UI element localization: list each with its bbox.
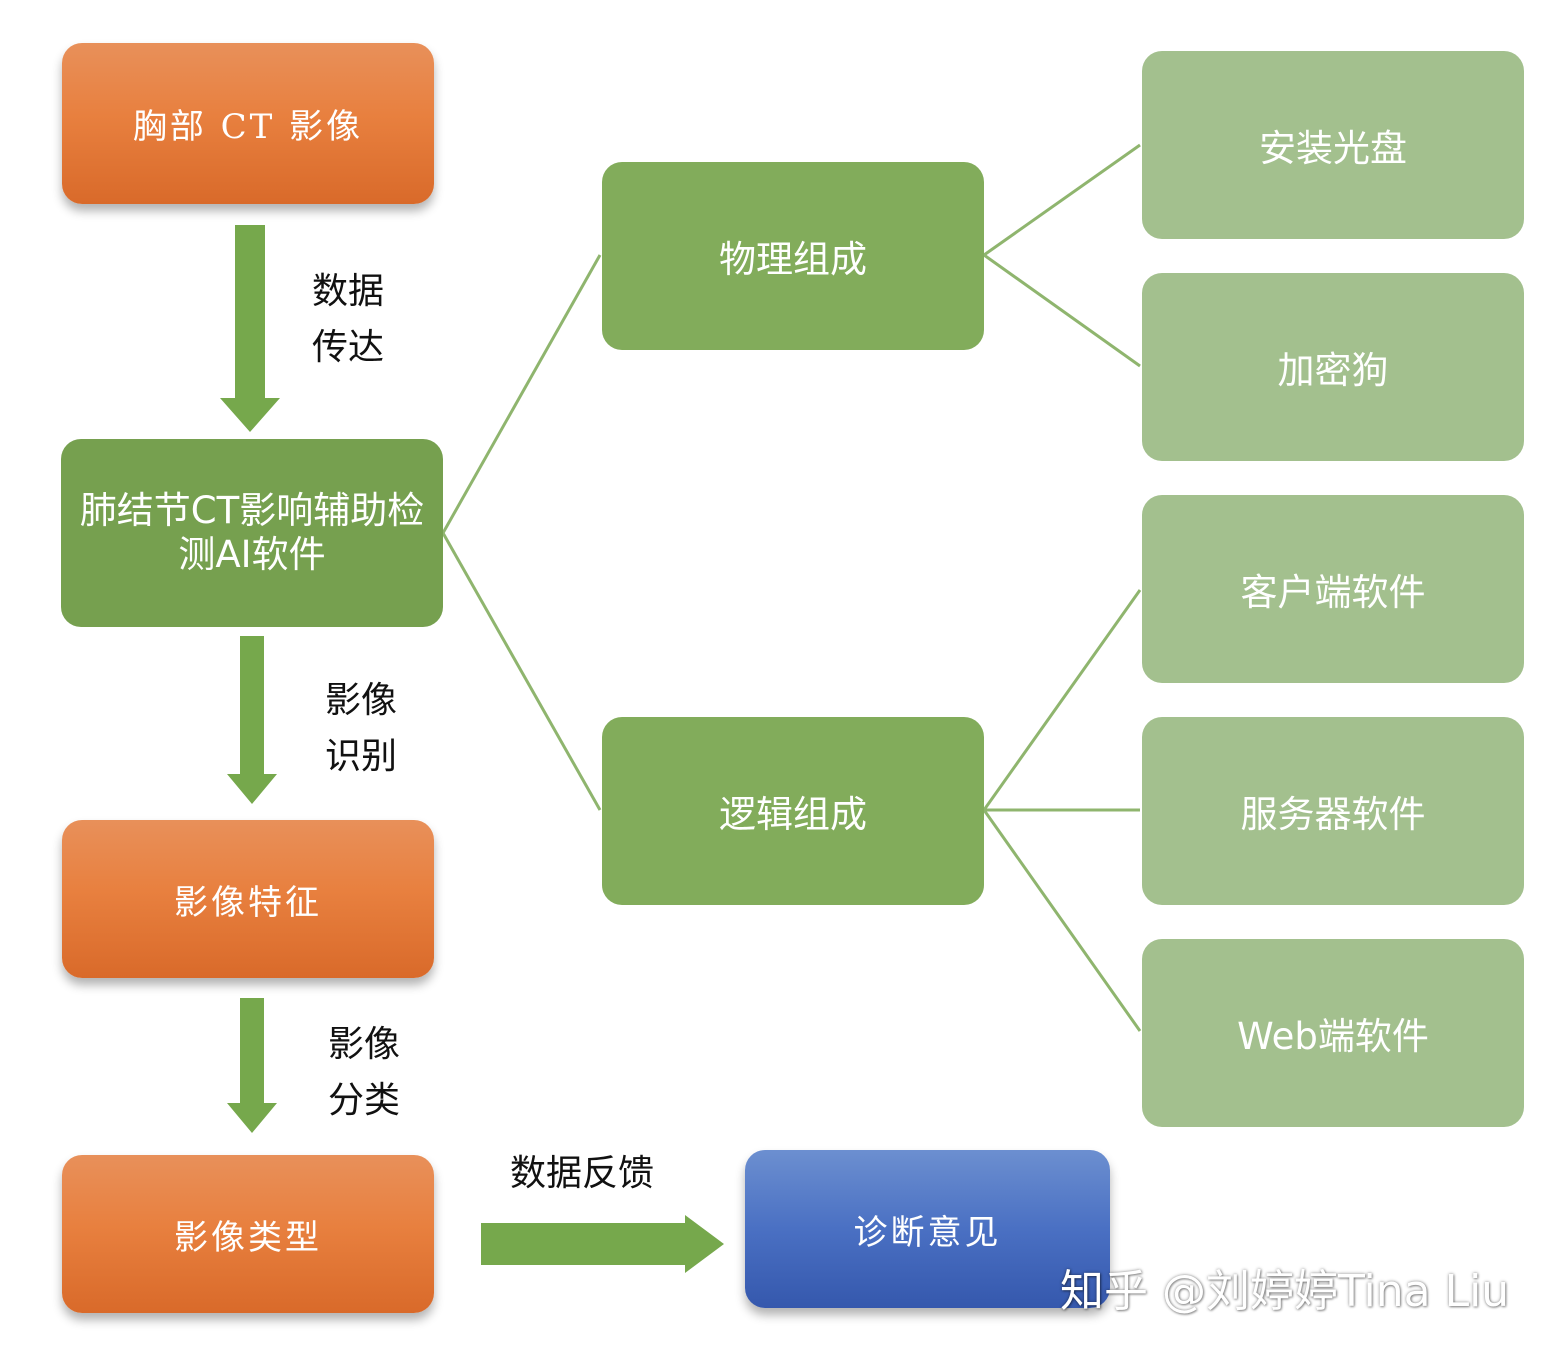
zhihu-watermark: 知乎 @刘婷婷Tina Liu <box>1060 1266 1510 1317</box>
chest-ct-image-box: 胸部 CT 影像 <box>62 43 434 204</box>
arrow-down-icon <box>227 998 277 1133</box>
feedback-label: 数据反馈 <box>510 1153 655 1194</box>
chest-ct-image-label: 胸部 CT 影像 <box>132 107 364 147</box>
connector-software-logical <box>441 532 602 811</box>
connector-physical-disc <box>983 143 1141 257</box>
physical-composition-box: 物理组成 <box>602 162 984 350</box>
classification-label: 影像 分类 <box>328 1017 400 1129</box>
image-features-box: 影像特征 <box>62 820 434 978</box>
server-software-box: 服务器软件 <box>1142 717 1524 905</box>
install-disc-label: 安装光盘 <box>1259 127 1407 170</box>
diagnosis-box: 诊断意见 <box>745 1150 1110 1308</box>
install-disc-box: 安装光盘 <box>1142 51 1524 239</box>
client-software-box: 客户端软件 <box>1142 495 1524 683</box>
connector-physical-dongle <box>983 253 1141 368</box>
arrow-down-icon <box>227 636 277 804</box>
classification-line-2: 分类 <box>328 1080 401 1121</box>
ai-software-box: 肺结节CT影响辅助检测AI软件 <box>61 439 443 627</box>
image-features-label: 影像特征 <box>174 882 322 923</box>
image-types-label: 影像类型 <box>174 1217 322 1258</box>
logical-composition-label: 逻辑组成 <box>719 793 867 836</box>
arrow-down-icon <box>220 225 280 432</box>
image-types-box: 影像类型 <box>62 1155 434 1313</box>
recognition-line-1: 影像 <box>325 680 398 721</box>
physical-composition-label: 物理组成 <box>719 238 867 281</box>
data-transfer-line-2: 传达 <box>312 327 385 368</box>
arrow-right-icon <box>481 1215 724 1273</box>
logical-composition-box: 逻辑组成 <box>602 717 984 905</box>
diagnosis-label: 诊断意见 <box>853 1212 1002 1253</box>
data-transfer-line-1: 数据 <box>312 271 385 312</box>
client-software-label: 客户端软件 <box>1240 571 1426 614</box>
ai-software-label: 肺结节CT影响辅助检测AI软件 <box>79 489 425 576</box>
recognition-line-2: 识别 <box>325 736 398 777</box>
web-software-label: Web端软件 <box>1237 1015 1429 1058</box>
connector-logical-client <box>982 589 1142 811</box>
connector-software-physical <box>441 254 602 534</box>
recognition-label: 影像 识别 <box>325 673 397 785</box>
server-software-label: 服务器软件 <box>1240 793 1426 836</box>
dongle-box: 加密狗 <box>1142 273 1524 461</box>
connector-logical-web <box>982 809 1142 1032</box>
dongle-label: 加密狗 <box>1277 349 1389 392</box>
data-transfer-label: 数据 传达 <box>312 264 384 376</box>
web-software-box: Web端软件 <box>1142 939 1524 1127</box>
classification-line-1: 影像 <box>328 1024 401 1065</box>
